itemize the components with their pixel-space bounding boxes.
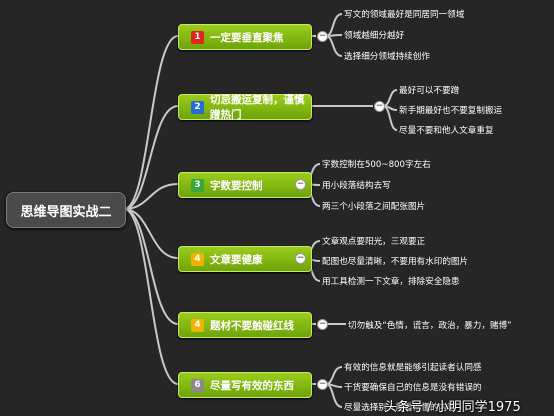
branch-node-2[interactable]: 2 切忌搬运复制，谨慎蹭热门: [178, 94, 312, 121]
branch-node-5[interactable]: 4 题材不要触碰红线: [178, 312, 312, 338]
branch-label: 切忌搬运复制，谨慎蹭热门: [210, 94, 305, 121]
leaf-6-2: 干货要确保自己的信息是没有错误的: [344, 383, 482, 393]
priority-4-icon: 4: [191, 252, 204, 266]
collapse-icon[interactable]: −: [374, 101, 385, 112]
priority-6-icon: 6: [191, 378, 204, 392]
leaf-1-3: 选择细分领域持续创作: [344, 52, 430, 62]
root-connector-2: [123, 105, 179, 210]
watermark: 头条号 / 小明同学1975: [384, 400, 521, 415]
branch-label: 文章要健康: [210, 253, 263, 266]
collapse-icon[interactable]: −: [317, 379, 328, 390]
branch-label: 尽量写有效的东西: [210, 379, 294, 392]
leaf-3-3: 两三个小段落之间配张图片: [322, 202, 426, 212]
leaf-4-1: 文章观点要阳光，三观要正: [322, 237, 426, 247]
root-connector-6: [123, 208, 179, 385]
leaf-1-2: 领域越细分越好: [344, 31, 405, 41]
leaf-6-1: 有效的信息就是能够引起读者认同感: [344, 363, 482, 373]
branch-node-4[interactable]: 4 文章要健康: [178, 246, 312, 272]
priority-4-icon: 4: [191, 318, 204, 332]
leaf-5-1: 切勿触及“色情，谎言，政治，暴力，赌博”: [348, 321, 512, 331]
branch-node-3[interactable]: 3 字数要控制: [178, 172, 312, 198]
leaf-connector-2-1: [382, 89, 398, 107]
priority-2-icon: 2: [191, 100, 204, 114]
root-label: 思维导图实战二: [20, 204, 112, 220]
branch-node-6[interactable]: 6 尽量写有效的东西: [178, 372, 312, 398]
leaf-2-3: 尽量不要和他人文章重复: [399, 126, 494, 136]
leaf-1-1: 写文的领域最好是同居同一领域: [344, 10, 465, 20]
root-connector-1: [123, 35, 179, 210]
leaf-connector-6-1: [325, 366, 343, 385]
collapse-icon[interactable]: −: [317, 31, 328, 42]
root-connector-4: [123, 208, 179, 259]
leaf-6-3: 尽量选择别人能看得懂的内容: [344, 403, 456, 413]
leaf-2-1: 最好可以不要蹭: [399, 86, 460, 96]
collapse-icon[interactable]: −: [317, 319, 328, 330]
branch-label: 一定要垂直聚焦: [210, 31, 284, 44]
priority-1-icon: 1: [191, 30, 204, 44]
priority-3-icon: 3: [191, 178, 204, 192]
branch-label: 字数要控制: [210, 179, 263, 192]
leaf-connector-1-3: [325, 35, 343, 57]
collapse-icon[interactable]: −: [295, 253, 306, 264]
leaf-connector-1-1: [325, 13, 343, 37]
root-node[interactable]: 思维导图实战二: [6, 192, 126, 228]
leaf-4-3: 用工具检测一下文章，排除安全隐患: [322, 277, 460, 287]
branch-node-1[interactable]: 1 一定要垂直聚焦: [178, 24, 312, 50]
leaf-3-1: 字数控制在500~800字左右: [322, 160, 431, 170]
root-connector-3: [123, 183, 179, 210]
collapse-icon[interactable]: −: [295, 179, 306, 190]
leaf-3-2: 用小段落结构去写: [322, 181, 391, 191]
branch-label: 题材不要触碰红线: [210, 319, 294, 332]
leaf-4-2: 配图也尽量清晰，不要用有水印的图片: [322, 257, 469, 267]
leaf-2-2: 新手期最好也不要复制搬运: [399, 106, 503, 116]
